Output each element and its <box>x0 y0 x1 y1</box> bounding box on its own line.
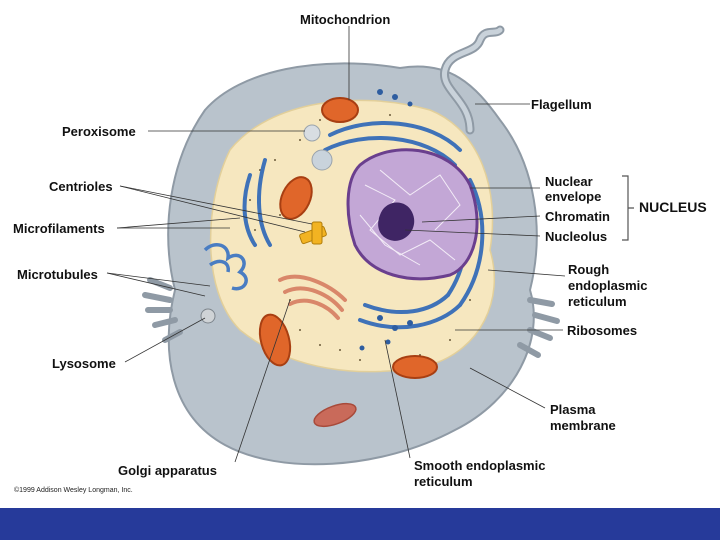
centrioles-shape <box>299 221 327 245</box>
footer-bar <box>0 508 720 540</box>
lysosome-shape <box>200 308 216 324</box>
label-lysosome: Lysosome <box>52 356 116 371</box>
label-peroxisome: Peroxisome <box>62 124 136 139</box>
label-golgi-apparatus: Golgi apparatus <box>118 463 217 478</box>
label-rough-er-line1: Rough <box>568 262 610 277</box>
label-nuclear-envelope-line1: Nuclear <box>545 174 593 189</box>
label-mitochondrion: Mitochondrion <box>300 12 391 27</box>
label-microfilaments: Microfilaments <box>13 221 105 236</box>
label-nucleus: NUCLEUS <box>639 199 707 215</box>
copyright-credit: ©1999 Addison Wesley Longman, Inc. <box>14 487 133 494</box>
membrane-folds <box>142 277 183 343</box>
label-flagellum: Flagellum <box>531 97 592 112</box>
ribosome-dots <box>359 89 413 351</box>
label-plasma-membrane-line2: membrane <box>550 418 616 433</box>
label-centrioles: Centrioles <box>49 179 113 194</box>
label-nucleolus: Nucleolus <box>545 229 608 244</box>
chromatin-strands <box>359 169 461 266</box>
nucleolus-shape <box>378 202 415 241</box>
leader-lines <box>106 26 566 463</box>
animal-cell-diagram <box>106 25 634 466</box>
label-ribosomes: Ribosomes <box>567 323 638 338</box>
golgi-shape <box>278 274 347 320</box>
label-rough-er-line2: endoplasmic <box>568 278 648 293</box>
nucleus-bracket <box>622 175 634 241</box>
label-smooth-er-line1: Smooth endoplasmic <box>414 458 546 473</box>
smooth-er-shape <box>203 242 248 291</box>
label-microtubules: Microtubules <box>17 267 98 282</box>
label-nuclear-envelope-line2: envelope <box>545 189 602 204</box>
label-chromatin: Chromatin <box>545 209 610 224</box>
peroxisome-shape <box>303 124 321 142</box>
label-smooth-er-line2: reticulum <box>414 474 473 489</box>
label-rough-er-line3: reticulum <box>568 294 627 309</box>
mitochondria <box>258 97 438 428</box>
label-plasma-membrane-line1: Plasma <box>550 402 596 417</box>
